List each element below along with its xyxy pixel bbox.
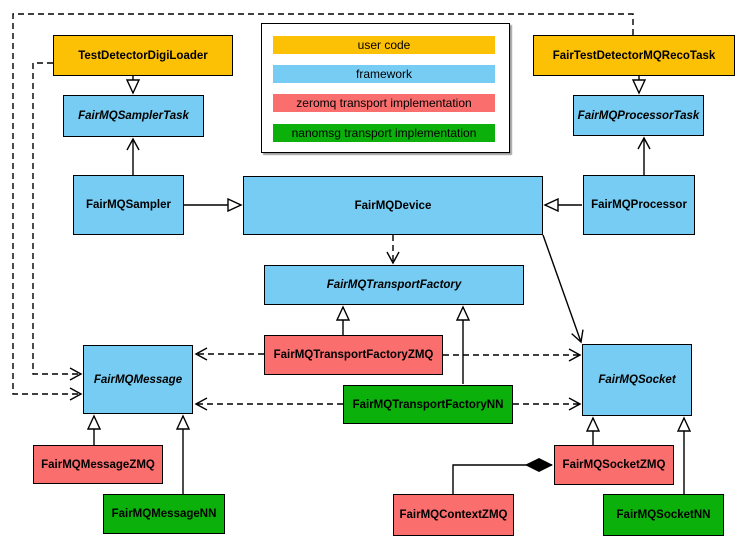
node-fairmqtransportfactory: FairMQTransportFactory — [264, 265, 524, 305]
node-label: FairMQSocketZMQ — [562, 459, 666, 471]
node-label: FairMQContextZMQ — [399, 509, 508, 521]
legend-item-user-code: user code — [273, 36, 495, 54]
node-label: FairTestDetectorMQRecoTask — [552, 49, 716, 62]
node-fairmqprocessor: FairMQProcessor — [583, 175, 695, 235]
node-label: FairMQSocketNN — [616, 509, 711, 521]
node-fairmqtransportfactoryzmq: FairMQTransportFactoryZMQ — [264, 335, 443, 375]
node-fairmqsamplertask: FairMQSamplerTask — [63, 95, 204, 137]
node-label: FairMQTransportFactory — [326, 279, 462, 291]
edge-composition-contextzmq-socketzmq — [452, 465, 552, 494]
node-label: FairMQDevice — [354, 199, 432, 212]
node-label: FairMQSamplerTask — [78, 110, 189, 122]
node-fairmqsocketnn: FairMQSocketNN — [603, 494, 724, 536]
edge-dependency-recotask-message — [12, 13, 634, 401]
legend-label-framework: framework — [355, 67, 412, 81]
node-testdetectordigiloader: TestDetectorDigiLoader — [53, 35, 233, 76]
node-fairmqcontextzmq: FairMQContextZMQ — [393, 494, 514, 536]
node-fairmqmessagenn: FairMQMessageNN — [103, 494, 225, 534]
node-fairmqprocessortask: FairMQProcessorTask — [573, 95, 704, 136]
edge-association-device-socket — [542, 234, 584, 344]
node-fairmqtransportfactorynn: FairMQTransportFactoryNN — [343, 385, 513, 424]
node-fairmqdevice: FairMQDevice — [243, 176, 543, 235]
node-label: FairMQMessageZMQ — [41, 458, 155, 471]
node-label: FairMQTransportFactoryZMQ — [273, 349, 434, 361]
node-fairtestdetectormqrecotask: FairTestDetectorMQRecoTask — [533, 35, 735, 76]
node-label: FairMQProcessorTask — [577, 109, 700, 122]
node-fairmqsocket: FairMQSocket — [582, 344, 692, 416]
node-label: FairMQTransportFactoryNN — [352, 398, 504, 411]
node-label: FairMQSocket — [598, 374, 676, 386]
node-label: FairMQProcessor — [591, 199, 687, 211]
node-fairmqmessage: FairMQMessage — [83, 345, 193, 414]
legend-label-user-code: user code — [357, 38, 411, 52]
node-fairmqsocketzmq: FairMQSocketZMQ — [554, 445, 674, 485]
node-label: FairMQSampler — [86, 199, 171, 211]
legend-label-zeromq: zeromq transport implementation — [296, 96, 472, 110]
edge-dependency-digiloader-message — [32, 62, 83, 381]
node-fairmqsampler: FairMQSampler — [73, 175, 184, 235]
node-label: FairMQMessage — [93, 373, 183, 386]
node-label: FairMQMessageNN — [111, 508, 217, 520]
legend-item-zeromq: zeromq transport implementation — [273, 94, 495, 112]
node-label: TestDetectorDigiLoader — [78, 49, 208, 62]
legend-label-nanomsg: nanomsg transport implementation — [291, 126, 477, 140]
legend-item-nanomsg: nanomsg transport implementation — [273, 124, 495, 142]
node-fairmqmessagezmq: FairMQMessageZMQ — [33, 445, 163, 484]
legend-item-framework: framework — [273, 65, 495, 83]
